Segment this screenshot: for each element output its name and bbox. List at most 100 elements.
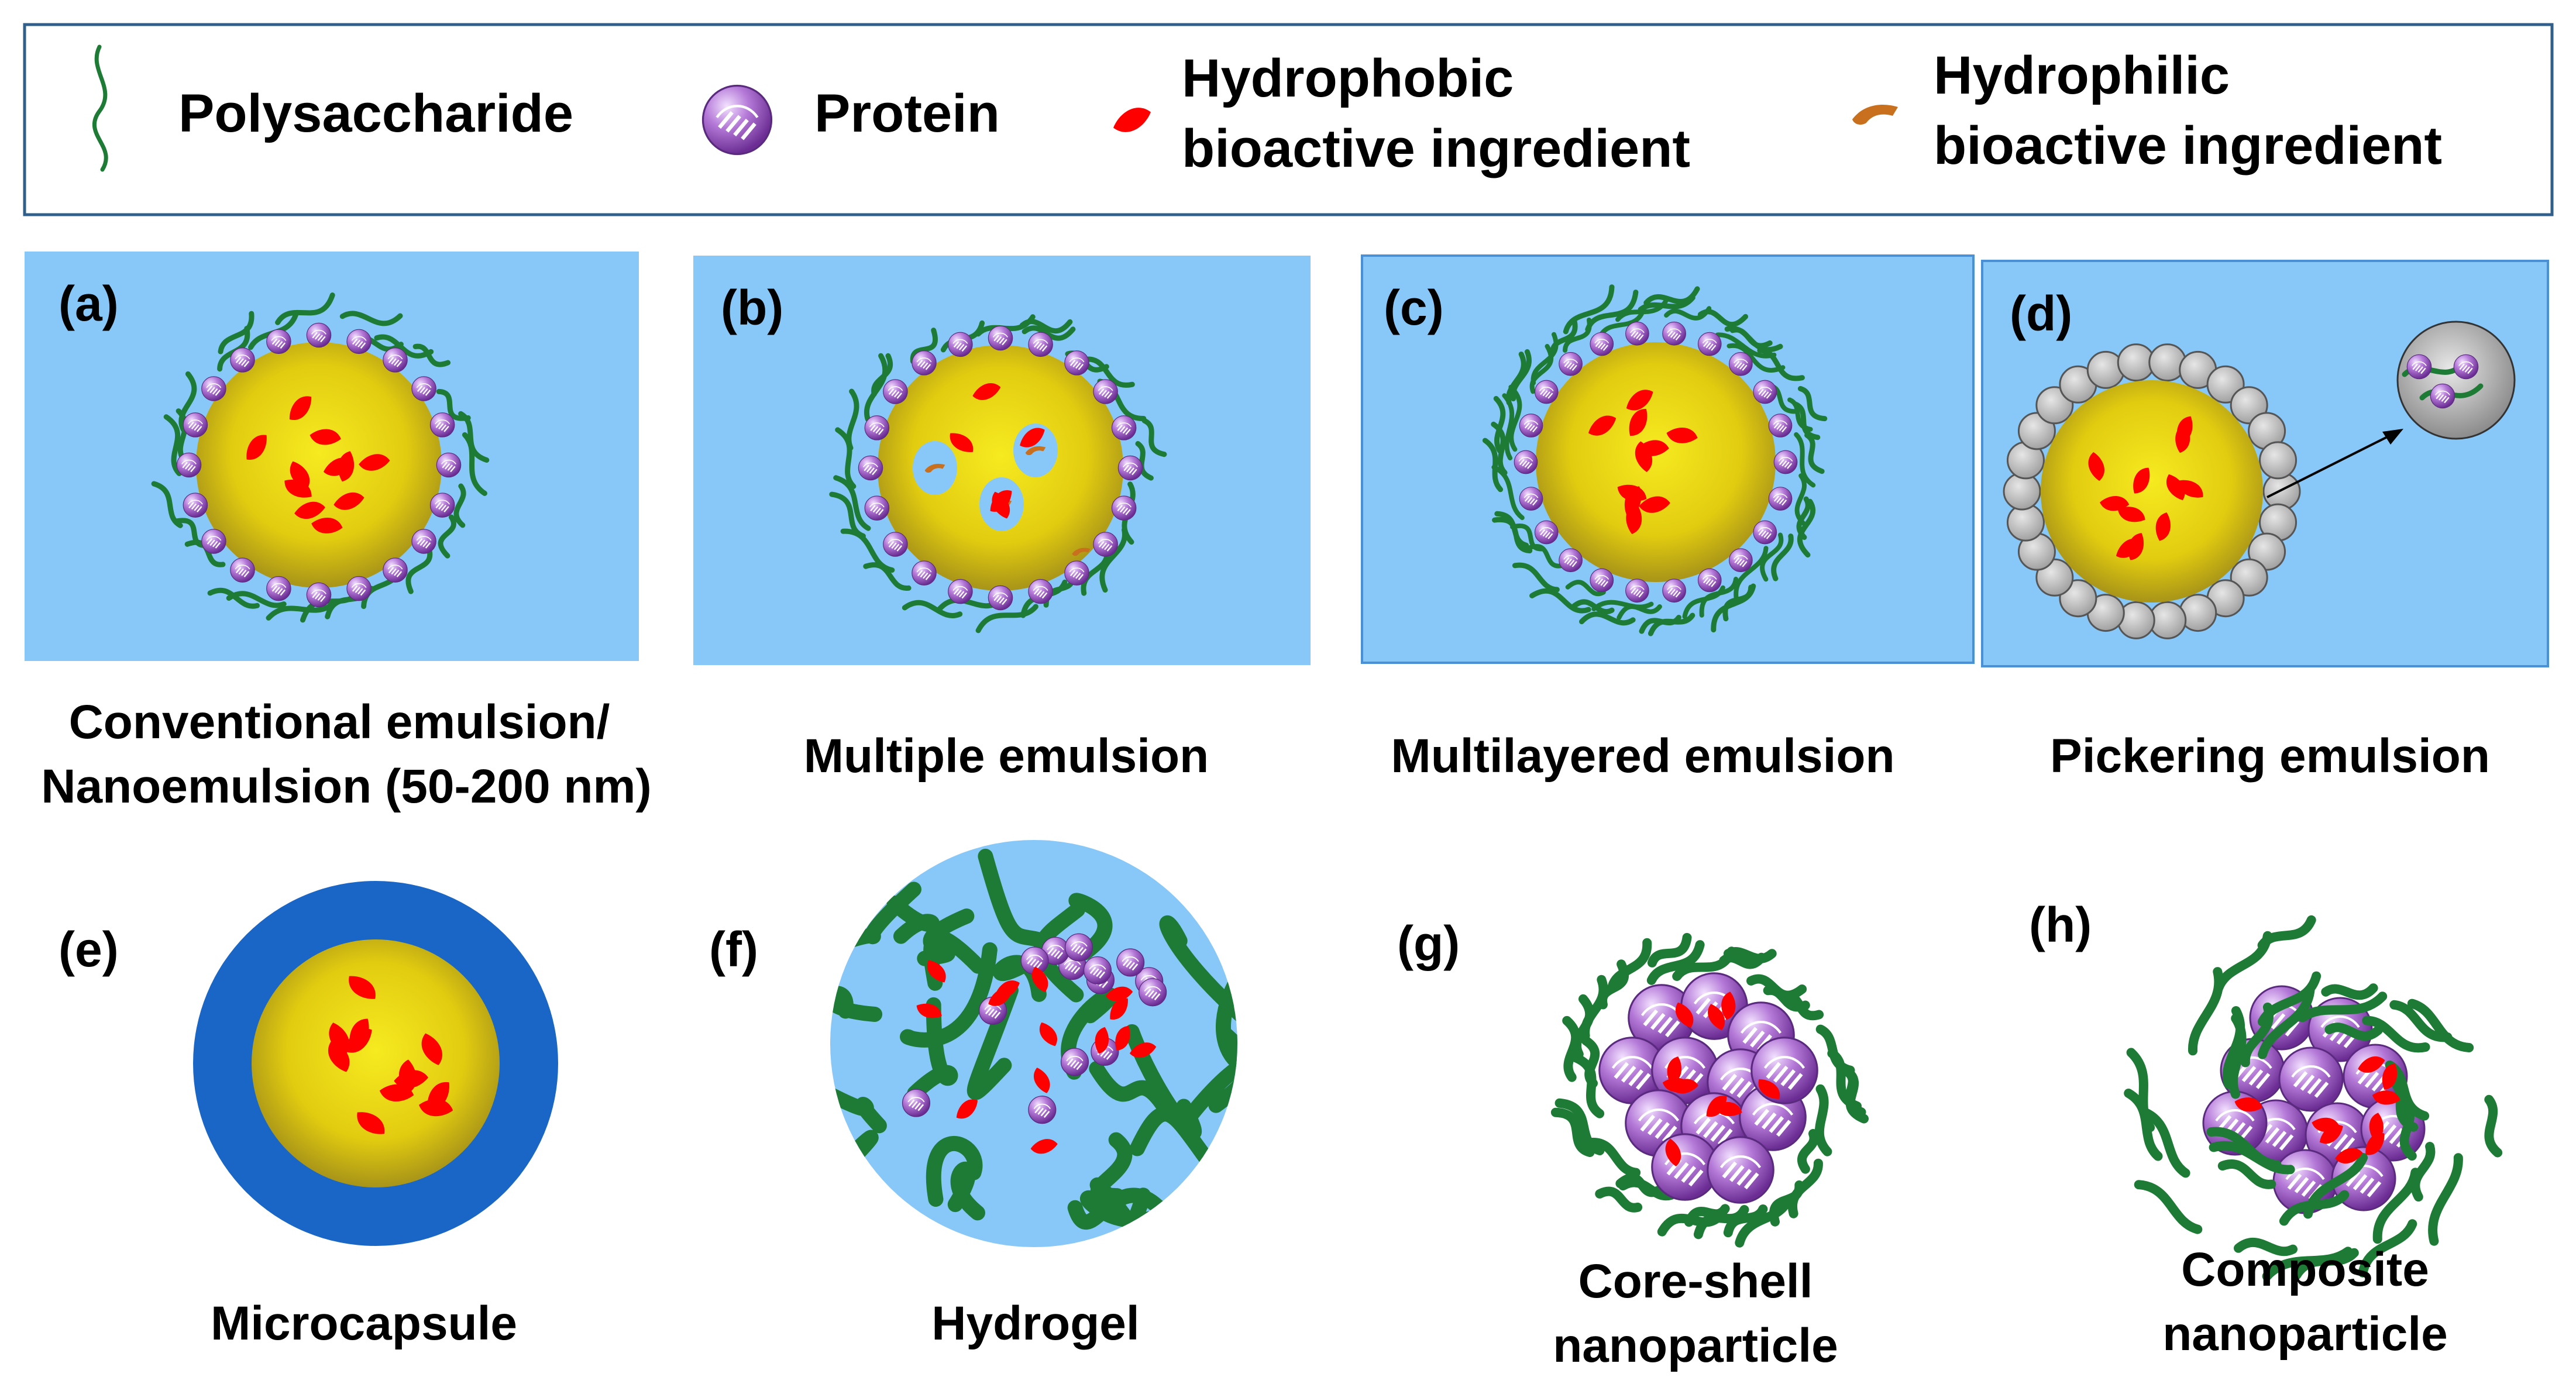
- polysaccharide-strand: [926, 1135, 983, 1207]
- panel-g-polysaccharide-shell: [1550, 932, 1869, 1248]
- protein-particle: [1060, 1047, 1089, 1077]
- legend-hydrophobic-line1: Hydrophobic: [1182, 49, 1514, 108]
- polysaccharide-strand: [1585, 290, 1639, 332]
- polysaccharide-strand: [405, 548, 433, 594]
- panel-c-caption: Multilayered emulsion: [1391, 729, 1894, 783]
- polysaccharide-strand: [1760, 532, 1784, 582]
- protein-particle: [306, 322, 332, 348]
- protein-particle: [346, 576, 372, 601]
- protein-particle: [947, 579, 974, 604]
- legend-polysaccharide-label: Polysaccharide: [178, 84, 573, 143]
- polysaccharide-strand: [1510, 524, 1545, 552]
- polysaccharide-strand: [1580, 975, 1608, 1041]
- protein-particle: [1064, 560, 1090, 586]
- polysaccharide-strand: [1607, 938, 1652, 994]
- protein-particle: [882, 378, 909, 405]
- protein-particle: [1752, 380, 1777, 404]
- protein-icon: [703, 86, 772, 154]
- polysaccharide-strand: [1646, 940, 1705, 985]
- protein-particle: [988, 325, 1013, 351]
- protein-particle: [1027, 1095, 1057, 1124]
- polysaccharide-strand: [1804, 432, 1825, 474]
- panel-d-zoom-protein: [2430, 383, 2455, 409]
- panel-d-caption: Pickering emulsion: [2050, 729, 2490, 783]
- polysaccharide-strand: [1491, 464, 1525, 521]
- polysaccharide-strand: [266, 603, 333, 621]
- polysaccharide-strand: [458, 411, 490, 463]
- panel-e-letter: (e): [59, 922, 119, 977]
- protein-particle: [911, 560, 937, 586]
- protein-particle: [436, 452, 462, 478]
- panel-f: (f) Hydrogel: [709, 840, 1237, 1350]
- protein-particle: [1768, 413, 1793, 438]
- protein-particle: [1064, 932, 1093, 962]
- protein-particle: [947, 332, 974, 357]
- polysaccharide-strand: [173, 518, 209, 549]
- polysaccharide-strand: [2206, 1127, 2282, 1170]
- polysaccharide-strand: [1735, 1196, 1793, 1248]
- polysaccharide-strand: [975, 604, 1038, 634]
- polysaccharide-strand: [163, 414, 182, 476]
- panel-f-caption: Hydrogel: [931, 1297, 1139, 1350]
- polysaccharide-strand: [886, 896, 940, 944]
- polysaccharide-strand: [1615, 296, 1670, 322]
- polysaccharide-strand: [2258, 984, 2315, 1059]
- protein-particle: [1589, 332, 1614, 356]
- protein-particle: [1752, 1038, 1818, 1104]
- polysaccharide-strand: [1531, 332, 1559, 385]
- protein-particle: [1519, 413, 1543, 438]
- polysaccharide-icon: [92, 44, 108, 172]
- polysaccharide-strand: [1647, 932, 1692, 968]
- polysaccharide-strand: [1216, 943, 1237, 1073]
- panel-d-zoom-arrow: [2267, 431, 2398, 498]
- polysaccharide-strand: [1512, 562, 1560, 593]
- polysaccharide-strand: [374, 334, 434, 359]
- polysaccharide-strand: [967, 982, 1019, 1100]
- polysaccharide-strand: [1639, 615, 1681, 634]
- polysaccharide-strand: [1723, 1204, 1768, 1238]
- polysaccharide-strand: [1842, 1066, 1869, 1124]
- protein-particle: [1534, 380, 1559, 404]
- protein-particle: [1514, 450, 1538, 474]
- polysaccharide-strand: [836, 882, 921, 950]
- polysaccharide-strand: [2324, 1022, 2383, 1041]
- polysaccharide-strand: [910, 328, 938, 364]
- polysaccharide-strand: [275, 292, 335, 325]
- protein-particle: [266, 576, 292, 601]
- protein-particle: [229, 557, 256, 583]
- panel-b-caption: Multiple emulsion: [804, 729, 1209, 783]
- polysaccharide-strand: [1492, 517, 1533, 553]
- polysaccharide-strand: [1081, 550, 1110, 596]
- protein-particle: [1027, 579, 1054, 604]
- polysaccharide-strand: [2372, 1168, 2420, 1244]
- protein-particle: [1519, 486, 1543, 511]
- panel-h-caption-line1: Composite: [2181, 1243, 2429, 1296]
- polysaccharide-strand: [436, 388, 471, 421]
- polysaccharide-strand: [1159, 915, 1237, 1036]
- protein-particle: [346, 329, 372, 354]
- protein-particle: [429, 412, 455, 438]
- polysaccharide-strand: [2389, 1000, 2453, 1042]
- protein-particle: [1662, 321, 1687, 346]
- polysaccharide-strand: [835, 427, 857, 489]
- panel-a-letter: (a): [59, 276, 119, 331]
- panel-c: (c): [1384, 280, 1828, 636]
- polysaccharide-strand: [902, 600, 963, 618]
- polysaccharide-strand: [1726, 343, 1786, 373]
- polysaccharide-strand: [1794, 473, 1808, 528]
- polysaccharide-strand: [2410, 1142, 2436, 1202]
- panel-h-letter: (h): [2029, 897, 2092, 952]
- panel-d-zoom-protein: [2406, 354, 2432, 380]
- polysaccharide-strand: [1771, 533, 1794, 581]
- panel-h-caption-line2: nanoparticle: [2162, 1307, 2448, 1361]
- panel-e: (e) Microcapsule: [59, 881, 558, 1350]
- polysaccharide-strand: [1595, 1186, 1643, 1213]
- protein-particle: [176, 452, 202, 478]
- legend-hydrophilic-line2: bioactive ingredient: [1934, 116, 2442, 175]
- protein-particle: [183, 492, 208, 518]
- polysaccharide-strand: [218, 311, 254, 354]
- polysaccharide-strand: [1502, 393, 1515, 460]
- polysaccharide-strand: [1563, 318, 1592, 353]
- legend-hydrophilic-line1: Hydrophilic: [1934, 46, 2230, 105]
- protein-particle: [2279, 1048, 2343, 1111]
